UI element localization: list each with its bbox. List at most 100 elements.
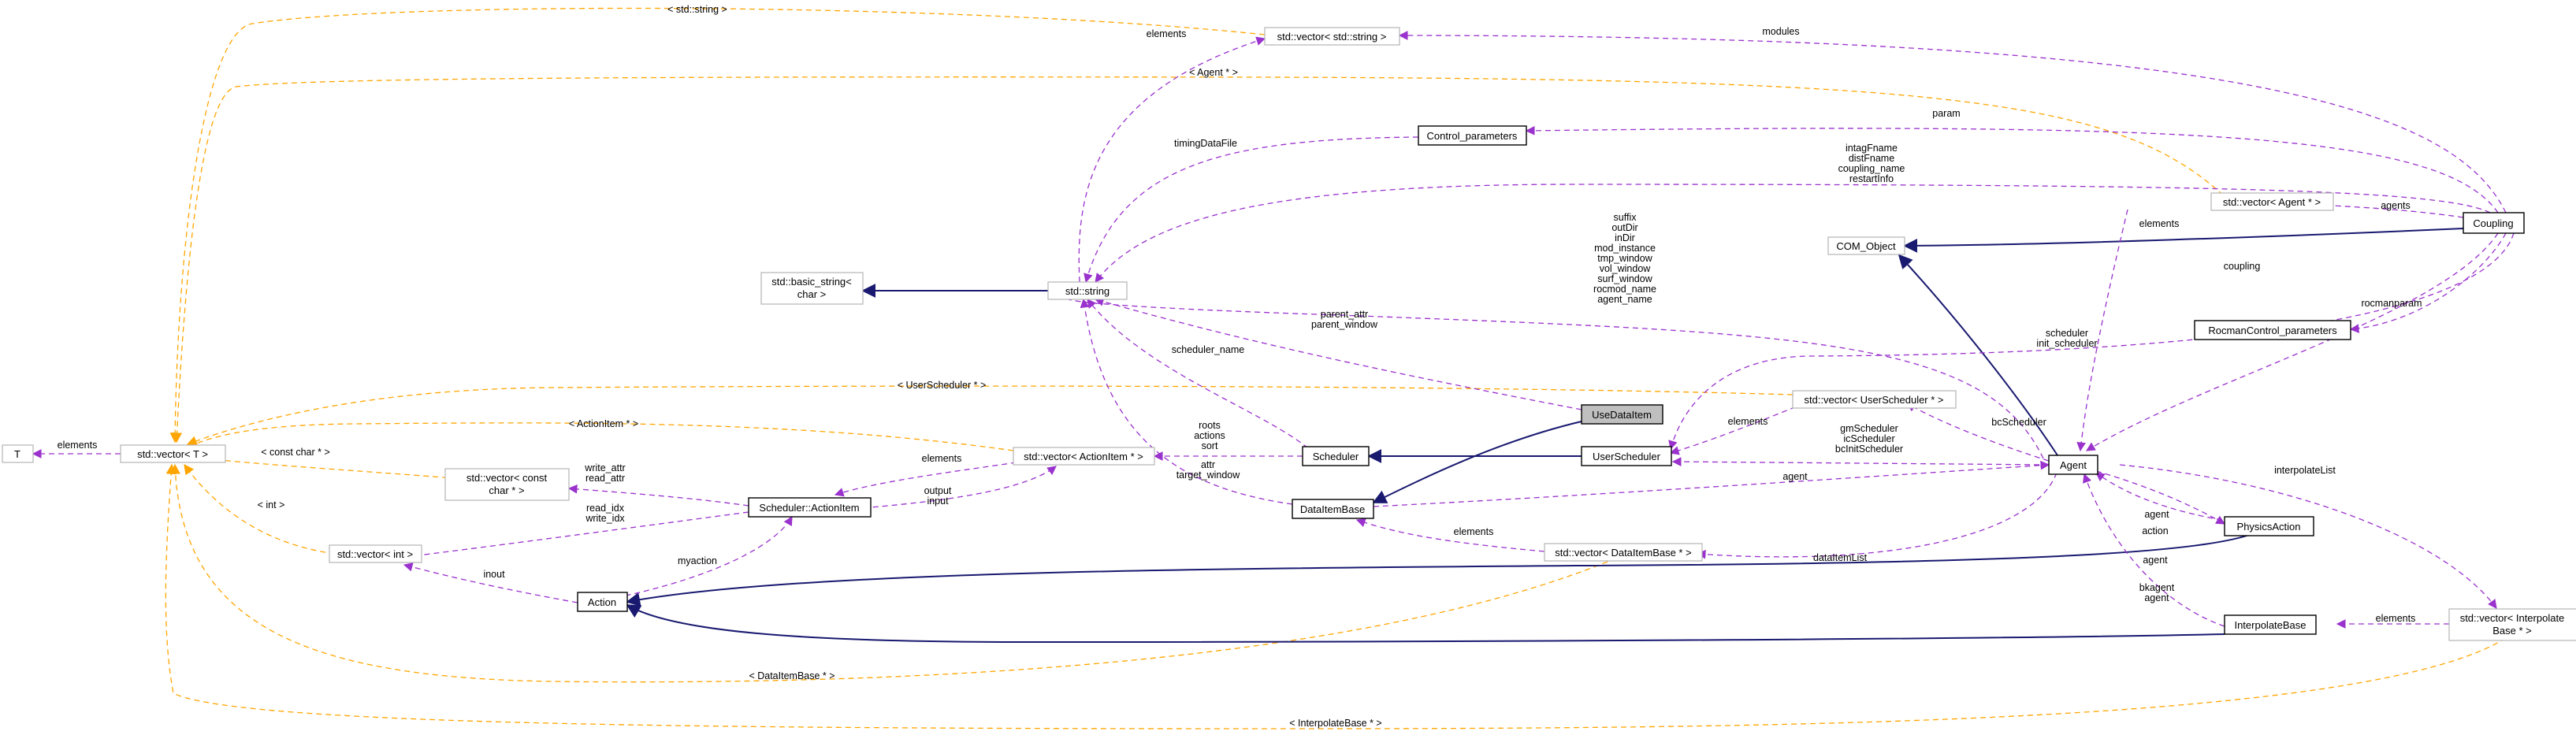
edge-interpolatebase-to-action	[626, 604, 2225, 644]
svg-text:COM_Object: COM_Object	[1836, 240, 1896, 252]
label-modules: modules	[1762, 26, 1799, 37]
label-agent-string-1: outDir	[1611, 222, 1637, 233]
class-node-agent[interactable]: Agent	[2048, 455, 2098, 475]
svg-text:DataItemBase: DataItemBase	[1300, 503, 1365, 515]
class-node-vector-data-item-base[interactable]: std::vector< DataItemBase * >	[1544, 543, 1703, 562]
label-attr-window-0: attr	[1201, 459, 1215, 470]
label-coupling-string-1: distFname	[1849, 153, 1894, 164]
label-scheduler-name: scheduler_name	[1172, 344, 1244, 355]
edge-rocman-to-coupling	[2349, 232, 2507, 333]
svg-text:Agent: Agent	[2060, 459, 2087, 471]
label-tpl-int: < int >	[258, 499, 285, 510]
label-tpl-agent: < Agent * >	[1189, 67, 1238, 78]
edge-string-to-usedataitem	[1094, 297, 1582, 410]
label-agent-scheduler-2: bcInitScheduler	[1835, 444, 1903, 455]
label-elements-vector-actionitem: elements	[922, 453, 962, 464]
svg-text:std::string: std::string	[1065, 285, 1110, 297]
svg-text:RocmanControl_parameters: RocmanControl_parameters	[2208, 325, 2337, 336]
label-agent-physicsaction-2: agent	[2143, 555, 2168, 566]
edge-userscheduler-to-coupling	[1668, 232, 2515, 451]
class-node-rocman-control-parameters[interactable]: RocmanControl_parameters	[2194, 320, 2351, 340]
class-node-use-data-item[interactable]: UseDataItem	[1581, 404, 1663, 425]
edge-vector-string-to-coupling	[1398, 31, 2507, 213]
edge-interpolatebase-to-agent	[2083, 473, 2225, 627]
label-data-item-list: dataItemList	[1813, 552, 1868, 563]
class-node-vector-t[interactable]: std::vector< T >	[120, 444, 226, 463]
edge-vector-dataitembase-to-dataitembase	[1355, 518, 1545, 552]
class-node-control-parameters[interactable]: Control_parameters	[1418, 125, 1527, 146]
class-node-vector-action-item[interactable]: std::vector< ActionItem * >	[1013, 447, 1155, 466]
label-tpl-data-item-base: < DataItemBase * >	[749, 670, 835, 681]
label-rw-idx-1: write_idx	[585, 513, 625, 524]
svg-text:Coupling: Coupling	[2473, 217, 2513, 229]
class-node-vector-agent[interactable]: std::vector< Agent * >	[2210, 192, 2334, 211]
label-coupling: coupling	[2224, 261, 2261, 272]
edge-vector-userscheduler-to-agent	[1905, 403, 2050, 462]
edge-usedataitem-to-dataitembase	[1372, 421, 1582, 503]
edge-vector-int-to-vector-t	[184, 463, 336, 555]
edge-coupling-to-com-object	[1903, 228, 2464, 253]
svg-text:UseDataItem: UseDataItem	[1592, 409, 1652, 421]
edge-vector-userscheduler-to-vector-t	[186, 385, 1794, 446]
edge-agent-to-dataitembase	[1373, 460, 2050, 507]
svg-text:std::vector< Agent * >: std::vector< Agent * >	[2223, 196, 2321, 208]
edge-physicsaction-to-action	[626, 533, 2254, 607]
class-node-vector-int[interactable]: std::vector< int >	[329, 544, 422, 563]
label-bkagent-1: agent	[2144, 592, 2169, 603]
svg-text:std::vector< ActionItem * >: std::vector< ActionItem * >	[1024, 451, 1143, 462]
edge-vector-string-to-vector-t	[169, 7, 1266, 444]
label-inout: inout	[483, 569, 505, 580]
class-node-action[interactable]: Action	[577, 592, 628, 612]
edge-string-to-dataitembase	[1080, 298, 1293, 505]
label-scheduler-list-2: sort	[1202, 440, 1218, 451]
label-tpl-string: < std::string >	[667, 4, 727, 15]
label-tpl-interpolate-base: < InterpolateBase * >	[1289, 718, 1381, 729]
label-coupling-string-3: restartInfo	[1849, 173, 1894, 184]
class-node-vector-user-scheduler[interactable]: std::vector< UserScheduler * >	[1792, 390, 1957, 409]
edge-vector-interpolate-to-vector-t	[165, 463, 2507, 729]
svg-text:std::basic_string<: std::basic_string<	[771, 276, 852, 288]
class-node-physics-action[interactable]: PhysicsAction	[2224, 516, 2314, 536]
svg-text:char >: char >	[797, 288, 827, 300]
label-tpl-action-item: < ActionItem * >	[569, 418, 638, 429]
svg-text:UserScheduler: UserScheduler	[1593, 451, 1661, 462]
svg-text:std::vector< T >: std::vector< T >	[137, 448, 208, 460]
label-coupling-string-0: intagFname	[1846, 143, 1898, 154]
class-node-user-scheduler[interactable]: UserScheduler	[1581, 446, 1672, 466]
edge-string-to-coupling	[1095, 184, 2491, 283]
class-node-data-item-base[interactable]: DataItemBase	[1292, 499, 1374, 519]
class-node-vector-string[interactable]: std::vector< std::string >	[1264, 27, 1400, 46]
svg-text:Control_parameters: Control_parameters	[1427, 130, 1518, 142]
edge-actionitem-to-action	[606, 515, 793, 600]
svg-text:std::vector< DataItemBase * >: std::vector< DataItemBase * >	[1555, 547, 1691, 559]
label-agent-string-7: rocmod_name	[1593, 284, 1656, 295]
class-node-t[interactable]: T	[2, 444, 34, 463]
class-node-com-object[interactable]: COM_Object	[1827, 236, 1905, 255]
edge-labels: < std::string > < Agent * > elements mod…	[58, 4, 2422, 729]
class-node-basic-string[interactable]: std::basic_string< char >	[760, 272, 864, 305]
label-elements-vector-agent: elements	[2139, 218, 2180, 229]
class-node-std-string[interactable]: std::string	[1047, 281, 1128, 300]
edge-string-to-control-params	[1084, 136, 1419, 284]
class-node-coupling[interactable]: Coupling	[2463, 212, 2525, 234]
label-write-attr-0: write_attr	[584, 462, 625, 473]
label-bc-scheduler: bcScheduler	[1991, 417, 2046, 428]
class-node-interpolate-base[interactable]: InterpolateBase	[2224, 614, 2317, 635]
label-param: param	[1932, 108, 1960, 119]
label-output-input-1: input	[927, 496, 949, 507]
label-agent-string-3: mod_instance	[1594, 243, 1656, 254]
class-node-vector-interpolate-base[interactable]: std::vector< Interpolate Base * >	[2448, 608, 2576, 641]
label-agent-scheduler-0: gmScheduler	[1840, 423, 1898, 434]
class-node-action-item[interactable]: Scheduler::ActionItem	[748, 497, 872, 518]
edge-userscheduler-to-agent	[1671, 457, 2050, 466]
edge-userscheduler-to-vector-userscheduler	[1669, 403, 1805, 455]
label-agents: agents	[2381, 200, 2411, 211]
class-node-vector-const-char[interactable]: std::vector< const char * >	[444, 468, 570, 501]
edge-string-to-scheduler	[1087, 299, 1309, 449]
svg-text:std::vector< UserScheduler * >: std::vector< UserScheduler * >	[1804, 394, 1943, 406]
label-elements-vector-string: elements	[1147, 28, 1187, 39]
class-node-scheduler[interactable]: Scheduler	[1302, 446, 1370, 466]
label-elements-vector-userscheduler: elements	[1728, 416, 1768, 427]
label-agent-physicsaction: agent	[2144, 509, 2169, 520]
